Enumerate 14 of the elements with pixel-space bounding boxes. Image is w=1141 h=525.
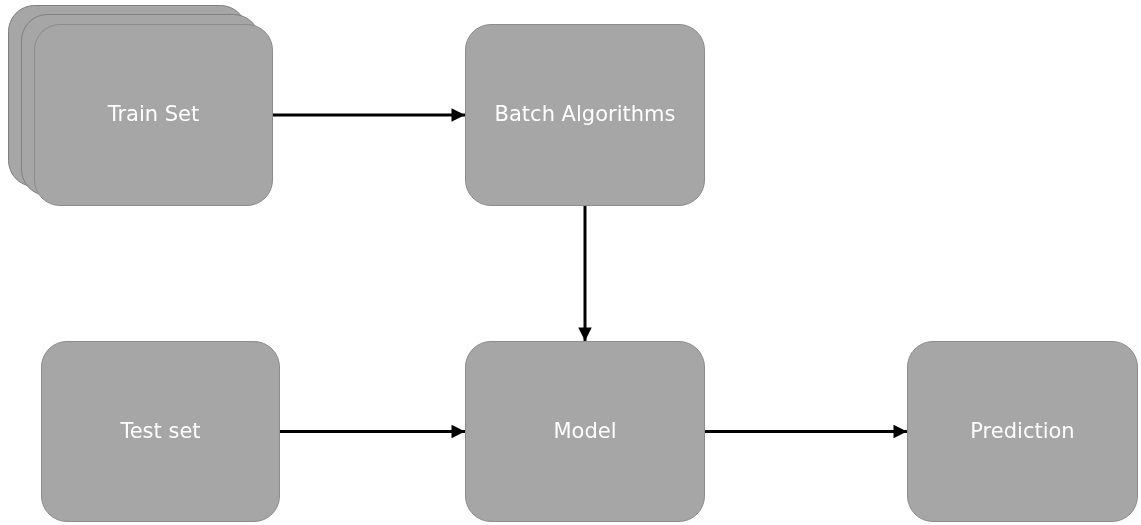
box-label: Train Set [106, 101, 201, 129]
arrow [578, 206, 592, 341]
box-label: Test set [119, 417, 202, 445]
process-box [907, 341, 1138, 522]
box-label: Batch Algorithms [493, 101, 677, 129]
box-label: Prediction [969, 417, 1076, 445]
process-box [465, 341, 705, 522]
arrow [705, 424, 907, 439]
arrow [273, 108, 465, 122]
process-box [34, 24, 273, 206]
box-label: Model [552, 417, 618, 445]
arrow [280, 424, 465, 439]
process-box [465, 24, 705, 206]
process-box [41, 341, 280, 522]
